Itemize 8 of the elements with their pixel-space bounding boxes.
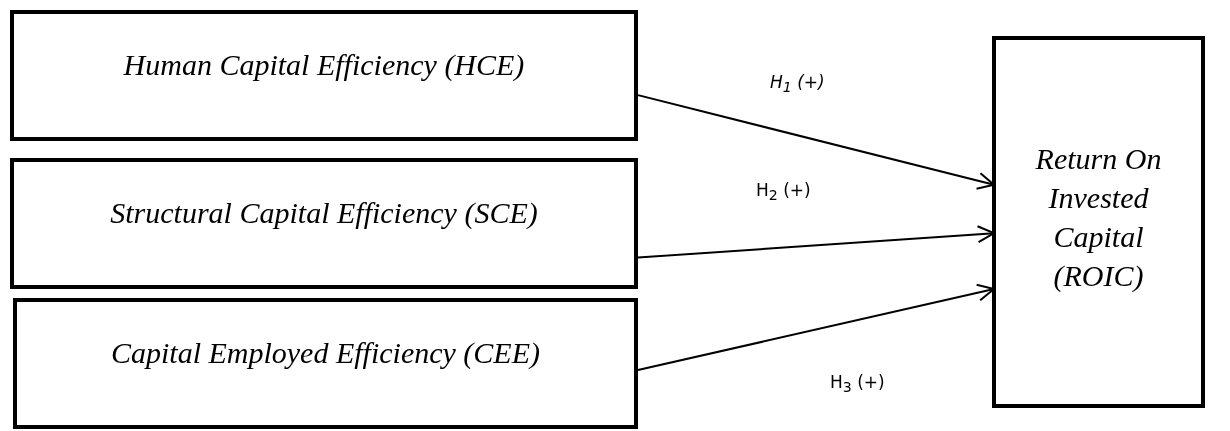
variable-name: Human Capital Efficiency (HCE) — [123, 47, 525, 83]
variable-box — [992, 36, 1205, 408]
variable-name: Return On Invested Capital (ROIC) — [1034, 141, 1163, 294]
variable-box — [10, 10, 638, 141]
variable-box — [10, 158, 638, 289]
variable-box — [13, 298, 638, 429]
variable-name: Structural Capital Efficiency (SCE) — [110, 195, 538, 231]
variable-name: Capital Employed Efficiency (CEE) — [110, 335, 540, 371]
